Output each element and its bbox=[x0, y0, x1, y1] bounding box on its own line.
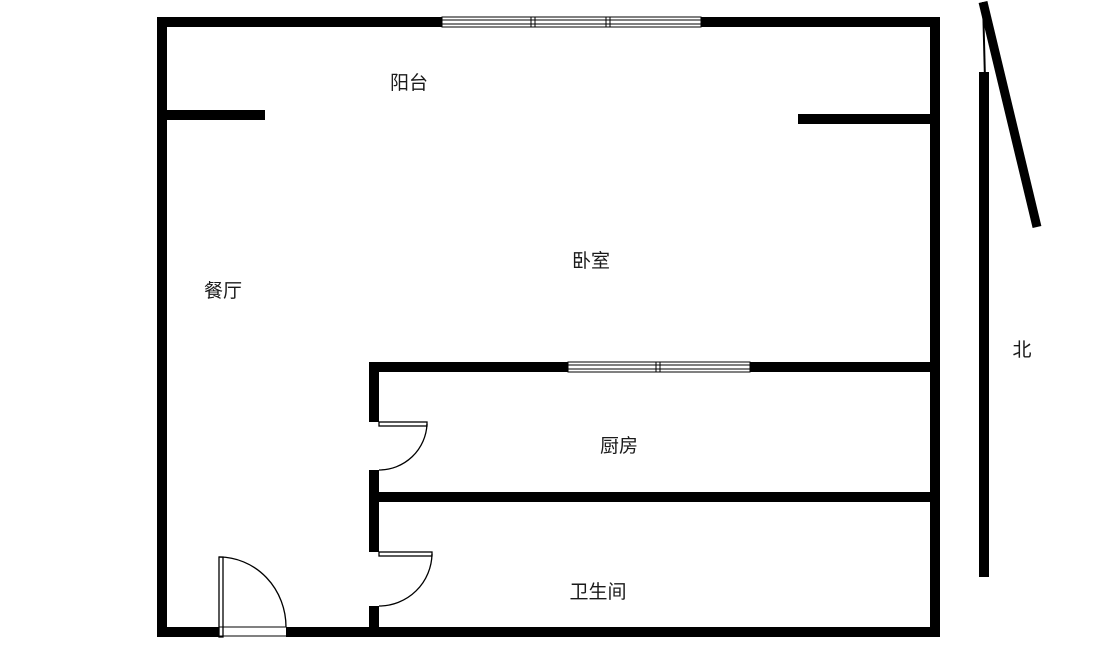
window-kitchen bbox=[567, 361, 751, 373]
wall-top-left bbox=[157, 17, 442, 27]
wall-top-right bbox=[701, 17, 940, 27]
wall-kitchen-left-lower bbox=[369, 470, 379, 552]
wall-kitchen-left-upper bbox=[369, 362, 379, 422]
outer-walls bbox=[157, 17, 940, 637]
wall-right bbox=[930, 17, 940, 637]
wall-kitchen-top-right bbox=[750, 362, 940, 372]
compass-label: 北 bbox=[1012, 339, 1031, 361]
wall-balcony-left-stub bbox=[157, 110, 265, 120]
room-label-balcony: 阳台 bbox=[390, 72, 428, 94]
window-top bbox=[441, 16, 702, 28]
room-label-bathroom: 卫生间 bbox=[569, 581, 626, 603]
door-entrance bbox=[218, 556, 287, 638]
wall-left bbox=[157, 17, 167, 637]
room-label-bedroom: 卧室 bbox=[572, 250, 610, 272]
door-kitchen bbox=[378, 421, 428, 471]
wall-balcony-right-stub bbox=[798, 114, 940, 124]
wall-kitchen-top-left bbox=[369, 362, 568, 372]
wall-bathroom-left-lower bbox=[369, 606, 379, 637]
north-arrow-icon bbox=[978, 0, 1042, 577]
wall-bottom-left bbox=[157, 627, 219, 637]
room-label-kitchen: 厨房 bbox=[600, 435, 638, 457]
door-bathroom bbox=[378, 551, 433, 607]
wall-bottom-right bbox=[286, 627, 940, 637]
room-label-dining: 餐厅 bbox=[204, 280, 242, 302]
wall-kitchen-bathroom bbox=[369, 492, 940, 502]
